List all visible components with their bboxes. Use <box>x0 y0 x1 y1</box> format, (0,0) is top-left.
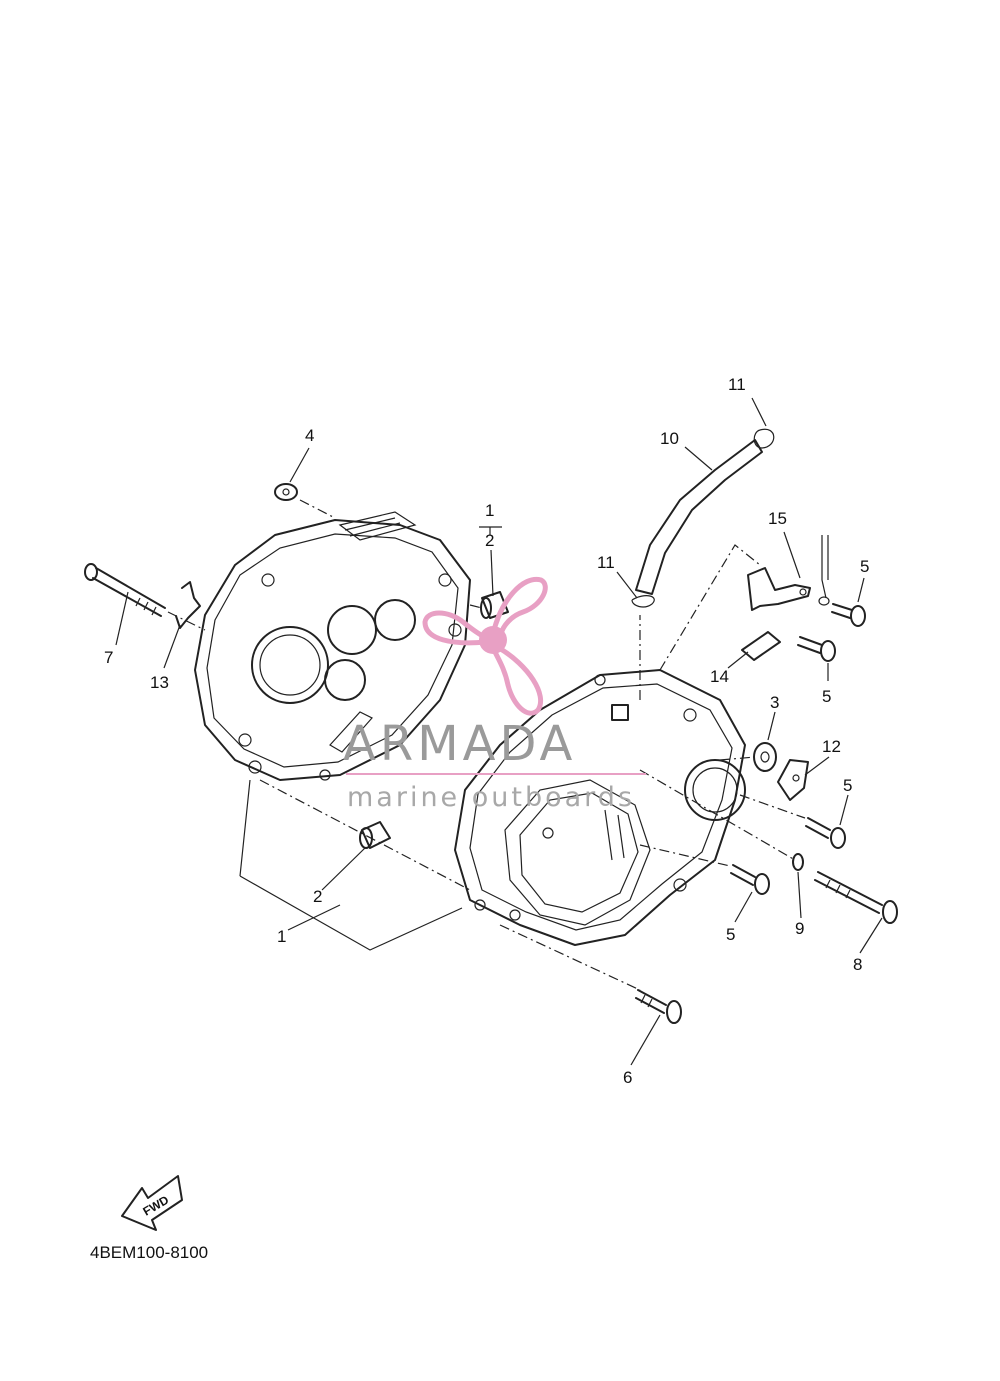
callout-6: 6 <box>623 1068 632 1087</box>
bolt-part-7 <box>84 563 166 617</box>
bolt-part-5-a <box>831 603 866 627</box>
dowel-pin-part-2-upper <box>480 591 509 619</box>
callout-2-top: 2 <box>485 531 494 550</box>
parts-small <box>84 428 898 1024</box>
svg-text:ARMADA: ARMADA <box>343 716 576 772</box>
forward-direction-icon: FWD <box>121 1175 183 1231</box>
bolt-part-6 <box>635 989 682 1024</box>
callout-1-bottom: 1 <box>277 927 286 946</box>
clamp-part-13 <box>175 581 201 629</box>
callout-2-bottom: 2 <box>313 887 322 906</box>
hose-clip-part-11-upper <box>753 428 775 449</box>
callout-5-b: 5 <box>822 687 831 706</box>
callout-11-mid: 11 <box>597 553 615 572</box>
assembly-lines <box>167 499 806 991</box>
armada-watermark: ARMADA marine outboards <box>343 576 646 813</box>
plate-part-14 <box>741 631 781 661</box>
washer-part-4 <box>274 483 298 501</box>
callout-5-c: 5 <box>843 776 852 795</box>
callout-10: 10 <box>660 429 679 448</box>
callout-5-a: 5 <box>860 557 869 576</box>
diagram-code: 4BEM100-8100 <box>90 1243 208 1262</box>
callout-8: 8 <box>853 955 862 974</box>
bracket-part-15 <box>747 567 811 611</box>
right-crankcase-half <box>454 669 746 946</box>
bolt-part-5-d <box>730 864 770 895</box>
propeller-logo-icon <box>422 576 548 716</box>
washer-part-9 <box>792 853 804 871</box>
svg-text:FWD: FWD <box>141 1193 172 1219</box>
callout-labels: 4 7 13 1 2 11 10 11 15 5 14 5 3 12 5 9 8… <box>104 375 869 1087</box>
leader-lines <box>115 397 883 1066</box>
left-crankcase-half <box>194 511 471 781</box>
callout-15: 15 <box>768 509 787 528</box>
bracket-part-12 <box>777 759 809 801</box>
svg-text:marine outboards: marine outboards <box>347 782 635 813</box>
callout-1-top: 1 <box>485 501 494 520</box>
callout-5-d: 5 <box>726 925 735 944</box>
callout-11-top: 11 <box>728 375 746 394</box>
breather-hose-part-10 <box>635 439 763 595</box>
hose-clip-part-11-lower <box>631 595 655 608</box>
callout-7: 7 <box>104 648 113 667</box>
washer-part-3 <box>753 742 777 772</box>
bolt-part-5-c <box>805 817 846 849</box>
callout-12: 12 <box>822 737 841 756</box>
callout-13: 13 <box>150 673 169 692</box>
bolt-part-8 <box>814 871 898 924</box>
callout-14: 14 <box>710 667 729 686</box>
callout-9: 9 <box>795 919 804 938</box>
callout-3: 3 <box>770 693 779 712</box>
bolt-part-5-b <box>797 636 836 662</box>
dowel-pin-part-2-lower <box>359 821 391 849</box>
callout-4: 4 <box>305 426 314 445</box>
